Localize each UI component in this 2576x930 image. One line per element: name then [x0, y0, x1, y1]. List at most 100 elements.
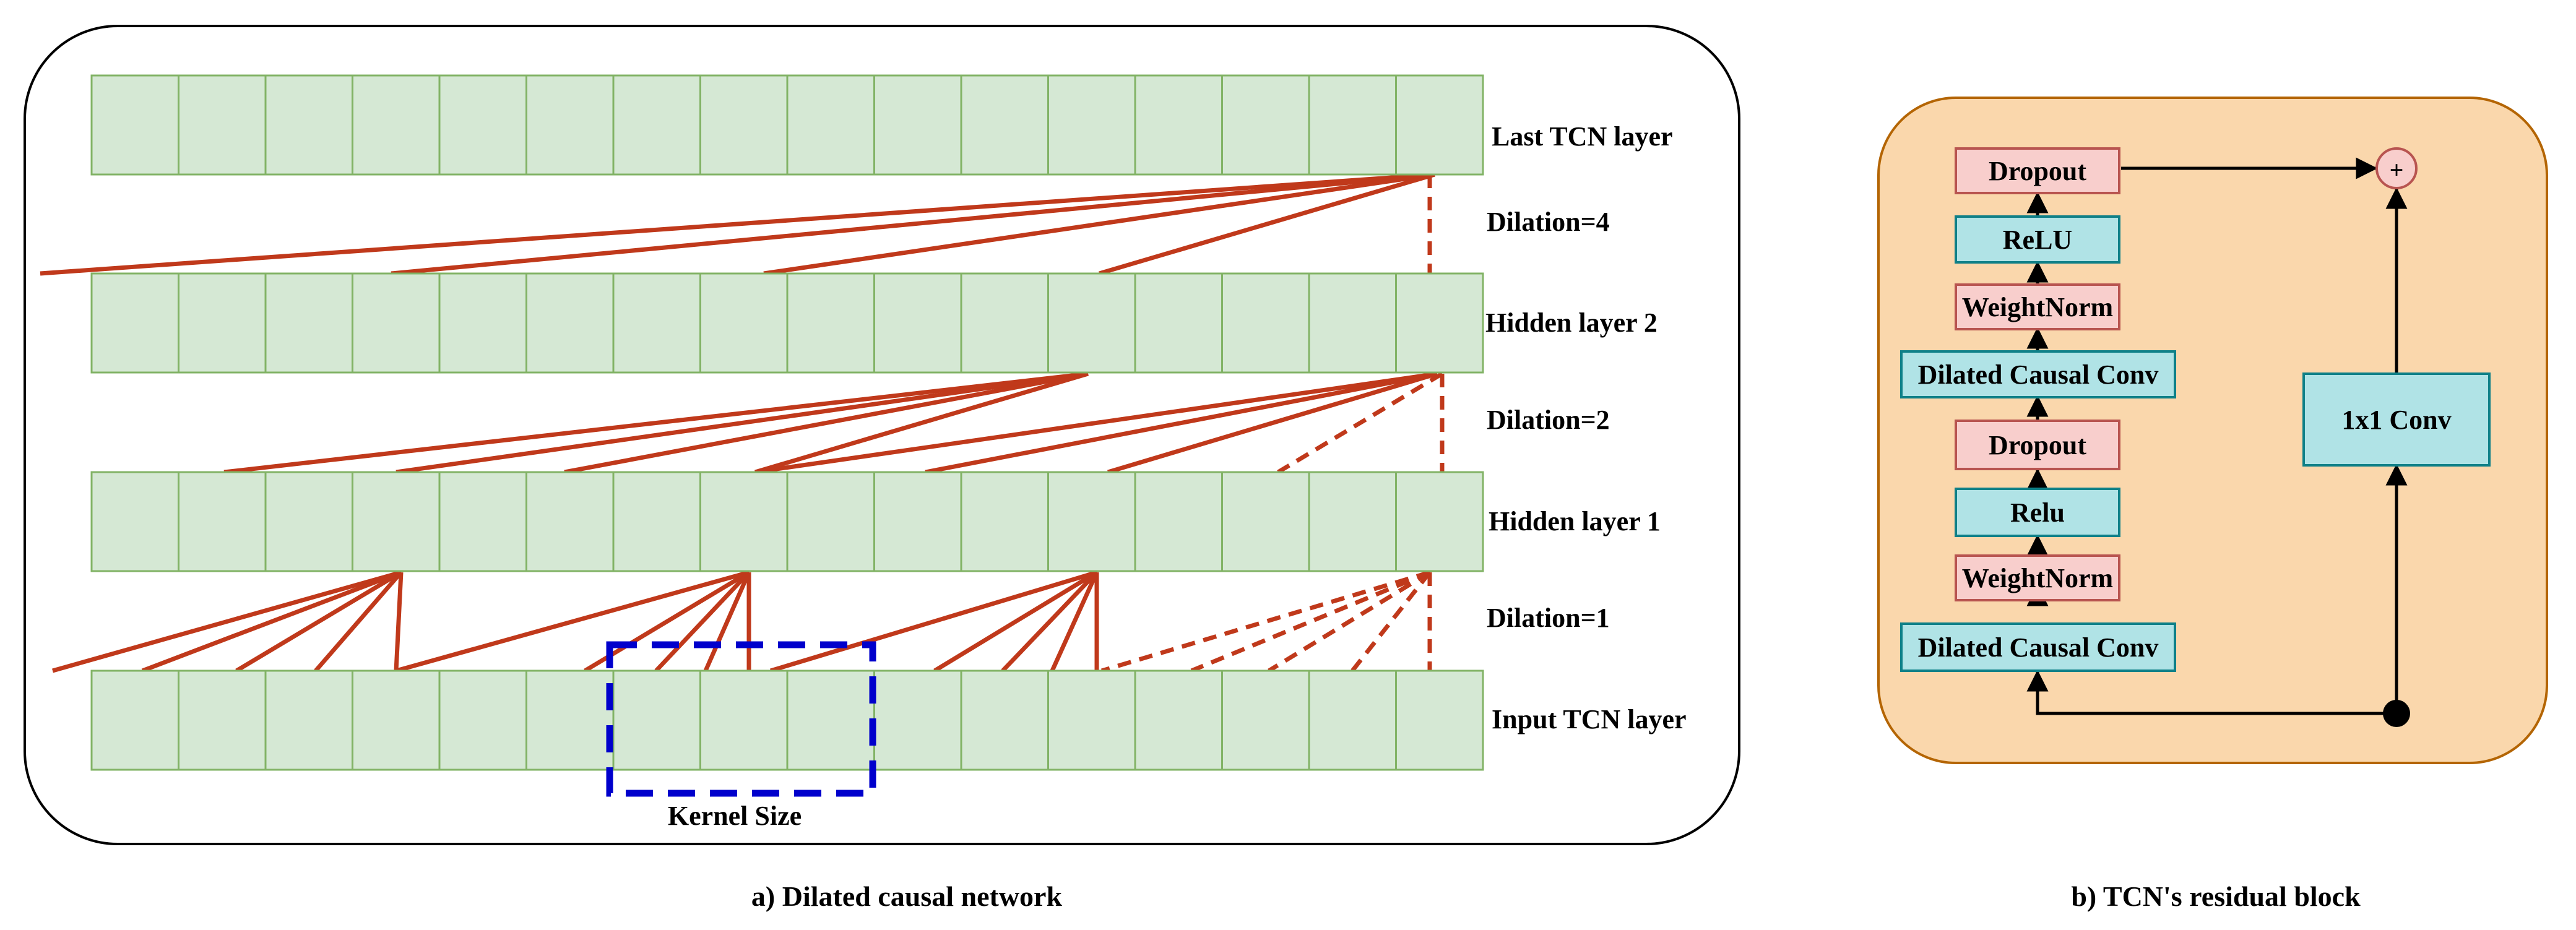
cell-hidden1-14: [1221, 471, 1310, 572]
layer-label-hidden1: Hidden layer 1: [1489, 506, 1661, 536]
cell-hidden1-7: [612, 471, 701, 572]
cell-last-16: [1395, 74, 1484, 176]
cell-hidden1-13: [1134, 471, 1223, 572]
block-dropout2-label: Dropout: [1989, 156, 2086, 186]
sum-symbol: +: [2390, 156, 2404, 184]
dilated-connection-20: [703, 571, 751, 672]
residual-block-connectors: [2026, 157, 2408, 715]
cell-hidden2-9: [786, 272, 875, 374]
dilated-connection-10: [925, 371, 1438, 475]
dilated-connection-12: [52, 570, 402, 673]
dilated-connection-16: [394, 572, 404, 671]
cell-last-9: [786, 74, 875, 176]
cell-last-8: [699, 74, 789, 176]
cell-input-6: [525, 670, 615, 771]
dilation-label-1: Dilation=1: [1487, 603, 1610, 633]
cell-input-10: [873, 670, 962, 771]
cell-last-11: [960, 74, 1049, 176]
cell-input-5: [438, 670, 527, 771]
causal-dashed-connection-3: [1277, 371, 1443, 475]
layer-label-hidden2: Hidden layer 2: [1485, 308, 1658, 338]
cell-hidden1-2: [178, 471, 267, 572]
dilation-label-2: Dilation=2: [1487, 405, 1610, 435]
cell-last-15: [1308, 74, 1397, 176]
block-dilated1: [1900, 622, 2176, 672]
cell-last-12: [1047, 74, 1136, 176]
cell-hidden2-2: [178, 272, 267, 374]
cell-input-16: [1395, 670, 1484, 771]
arrow-input-to-dilated1: [2026, 670, 2397, 715]
cell-input-9: [786, 670, 875, 771]
dilated-connection-23: [933, 570, 1098, 673]
cell-hidden1-15: [1308, 471, 1397, 572]
dilated-connection-14: [235, 570, 402, 673]
cell-input-3: [264, 670, 353, 771]
dilated-connection-9: [754, 371, 1438, 475]
cell-hidden2-1: [90, 272, 179, 374]
cell-hidden1-8: [699, 471, 789, 572]
dilated-connection-11: [1107, 371, 1438, 475]
cell-input-13: [1134, 670, 1223, 771]
sum-node: [2375, 147, 2418, 189]
cell-last-1: [90, 74, 179, 176]
cell-input-14: [1221, 670, 1310, 771]
block-relu1: [1955, 488, 2120, 537]
input-junction-dot: [2383, 700, 2410, 727]
cell-hidden2-15: [1308, 272, 1397, 374]
dilated-connection-15: [314, 570, 403, 673]
block-dropout1-label: Dropout: [1989, 430, 2086, 460]
cell-hidden1-4: [352, 471, 441, 572]
cell-hidden1-16: [1395, 471, 1484, 572]
block-weightnorm2: [1955, 283, 2120, 330]
conv1x1-block: [2302, 372, 2491, 467]
block-dilated2: [1900, 350, 2176, 398]
cell-input-7: [612, 670, 701, 771]
cell-hidden1-5: [438, 471, 527, 572]
dilated-connection-4: [1099, 172, 1435, 276]
block-weightnorm1: [1955, 554, 2120, 601]
caption-b: b) TCN's residual block: [2071, 880, 2361, 912]
dilated-connection-2: [391, 172, 1435, 276]
cell-input-11: [960, 670, 1049, 771]
cell-hidden2-16: [1395, 272, 1484, 374]
cell-hidden2-8: [699, 272, 789, 374]
layer-label-last: Last TCN layer: [1492, 121, 1673, 152]
dilated-connection-13: [141, 570, 402, 673]
cell-input-1: [90, 670, 179, 771]
cell-hidden2-11: [960, 272, 1049, 374]
block-dropout1: [1955, 420, 2120, 470]
causal-dashed-connection-6: [1268, 570, 1431, 673]
dilated-connection-5: [223, 371, 1089, 475]
cell-hidden1-11: [960, 471, 1049, 572]
cell-hidden2-14: [1221, 272, 1310, 374]
block-dilated2-label: Dilated Causal Conv: [1918, 360, 2159, 390]
caption-a: a) Dilated causal network: [751, 880, 1063, 912]
dilated-connection-8: [754, 371, 1089, 475]
cell-hidden2-10: [873, 272, 962, 374]
block-relu2-label: ReLU: [2003, 225, 2072, 255]
block-weightnorm1-label: WeightNorm: [1962, 563, 2113, 593]
dilated-connection-7: [564, 371, 1089, 475]
cell-last-6: [525, 74, 615, 176]
cell-hidden1-3: [264, 471, 353, 572]
cell-hidden2-3: [264, 272, 353, 374]
dilated-connection-24: [1001, 570, 1099, 673]
cell-input-2: [178, 670, 267, 771]
dilation-label-4: Dilation=4: [1487, 207, 1610, 237]
cell-last-7: [612, 74, 701, 176]
block-relu1-label: Relu: [2010, 497, 2065, 528]
block-weightnorm2-label: WeightNorm: [1962, 292, 2113, 322]
kernel-size-box: [606, 641, 876, 797]
kernel-size-label: Kernel Size: [668, 801, 802, 831]
cell-input-8: [699, 670, 789, 771]
dilated-connection-22: [769, 570, 1098, 673]
cell-last-2: [178, 74, 267, 176]
cell-hidden2-7: [612, 272, 701, 374]
cell-last-4: [352, 74, 441, 176]
cell-last-13: [1134, 74, 1223, 176]
cell-hidden1-1: [90, 471, 179, 572]
block-relu2: [1955, 215, 2120, 264]
dilated-connection-6: [395, 371, 1089, 475]
